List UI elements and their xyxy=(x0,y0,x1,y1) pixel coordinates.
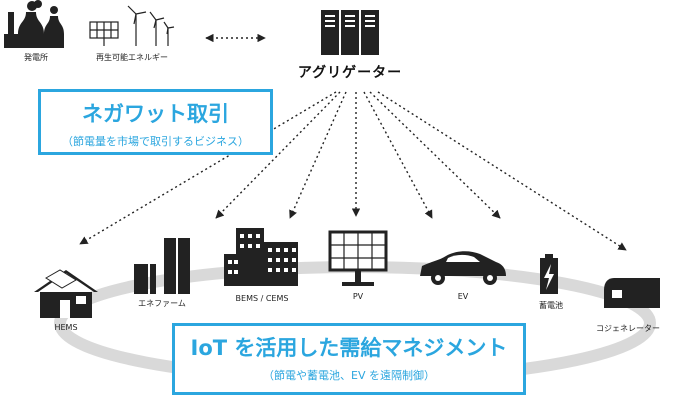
cogenerator-icon xyxy=(604,278,660,308)
negawatt-trading-box: ネガワット取引 （節電量を市場で取引するビジネス） xyxy=(38,89,273,155)
negawatt-title: ネガワット取引 xyxy=(82,102,229,126)
arrow-to-battery xyxy=(369,91,501,219)
pv-panel-icon xyxy=(328,230,388,286)
control-arrows xyxy=(79,33,627,251)
battery-icon xyxy=(540,254,558,294)
hems-label: HEMS xyxy=(54,323,78,332)
renewable-energy-icon xyxy=(89,5,175,46)
enefarm-label: エネファーム xyxy=(138,299,186,308)
arrow-to-cogen xyxy=(377,91,627,251)
renewable-energy-label: 再生可能エネルギー xyxy=(96,53,168,62)
aggregator-server-icon xyxy=(321,10,379,55)
power-plant-icon xyxy=(4,0,64,48)
arrow-to-bems xyxy=(289,91,347,219)
aggregator-label: アグリゲーター xyxy=(297,65,403,81)
negawatt-subtitle: （節電量を市場で取引するビジネス） xyxy=(62,135,249,148)
power-plant-label: 発電所 xyxy=(24,53,48,62)
iot-subtitle: （節電や蓄電池、EV を遠隔制御） xyxy=(263,369,435,382)
enefarm-icon xyxy=(134,238,190,294)
ev-label: EV xyxy=(457,292,469,301)
bems-label: BEMS / CEMS xyxy=(235,294,289,303)
hems-house-icon xyxy=(34,269,98,318)
cogenerator-label: コジェネレーター xyxy=(596,324,660,333)
ev-car-icon xyxy=(420,251,506,285)
iot-management-box: IoT を活用した需給マネジメント （節電や蓄電池、EV を遠隔制御） xyxy=(172,323,526,395)
battery-label: 蓄電池 xyxy=(539,301,563,310)
bems-buildings-icon xyxy=(224,228,298,286)
iot-title: IoT を活用した需給マネジメント xyxy=(190,336,508,360)
pv-label: PV xyxy=(352,292,364,301)
arrow-to-ev xyxy=(363,91,433,219)
